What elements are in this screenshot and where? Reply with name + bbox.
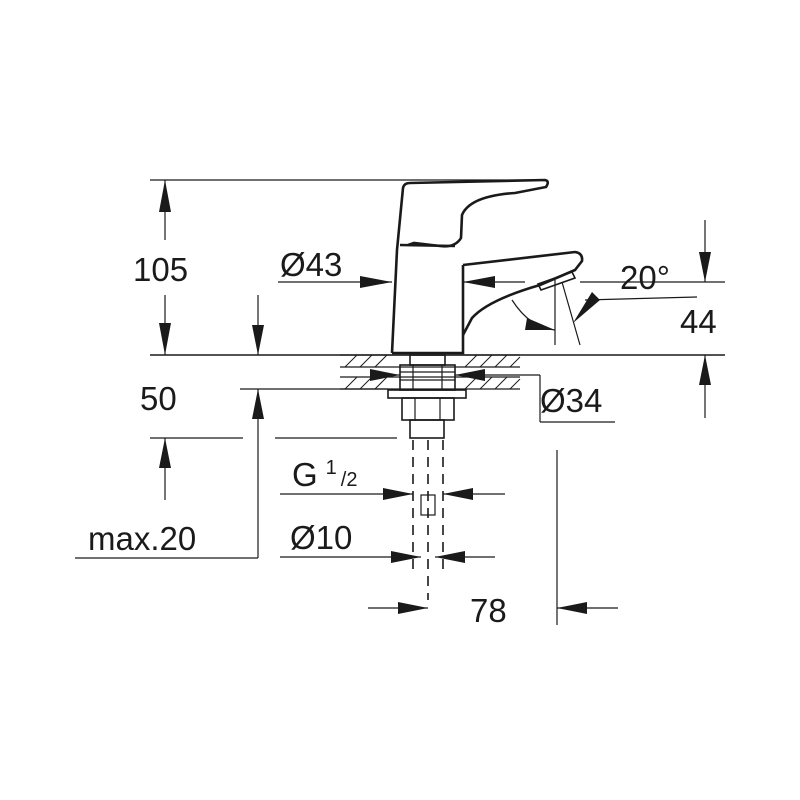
dimension-body-diameter <box>278 276 525 288</box>
dimension-thread <box>280 488 505 500</box>
dimension-max-thickness <box>75 389 397 559</box>
faucet-body <box>390 178 584 355</box>
label-thread-letter: G <box>292 456 318 493</box>
dimension-spout-angle <box>511 280 698 346</box>
dimension-height-total <box>150 179 545 355</box>
dimension-pipe-diameter <box>280 551 495 563</box>
dimension-below-deck <box>240 295 388 390</box>
dimension-spout-height <box>580 220 725 418</box>
label-projection: 78 <box>470 592 507 629</box>
label-base-diameter: Ø34 <box>540 382 602 419</box>
fixing-shank <box>387 354 467 600</box>
spout <box>461 250 584 336</box>
label-thread-sup: 1 <box>326 457 337 479</box>
label-spout-angle: 20° <box>620 259 670 296</box>
label-below-deck: 50 <box>140 380 177 417</box>
label-thread: G 1 /2 <box>292 456 357 493</box>
label-max-thickness: max.20 <box>88 520 196 557</box>
dimension-base-diameter <box>370 369 615 423</box>
label-pipe-diameter: Ø10 <box>290 519 352 556</box>
dimension-projection <box>368 450 618 625</box>
label-height-total: 105 <box>133 251 188 288</box>
body-column <box>390 178 550 354</box>
label-body-diameter: Ø43 <box>280 246 342 283</box>
label-thread-sub: /2 <box>341 469 358 491</box>
label-spout-height: 44 <box>680 303 717 340</box>
